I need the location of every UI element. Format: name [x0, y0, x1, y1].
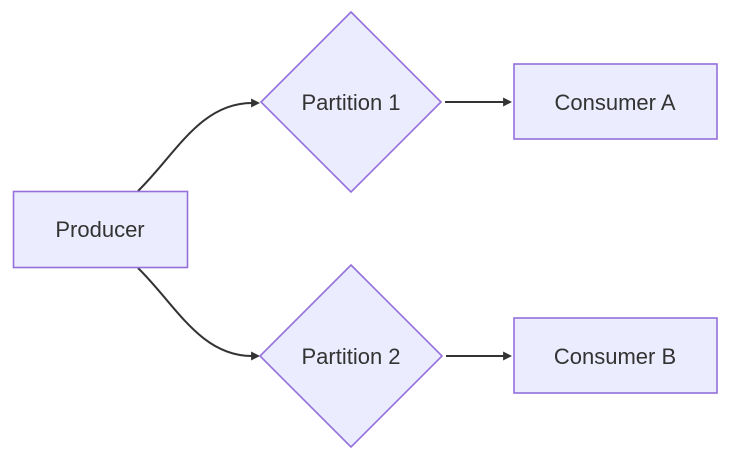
node-consumerA-shape — [513, 63, 718, 140]
node-consumerA: Consumer A — [513, 63, 718, 140]
node-partition1-shape — [259, 10, 443, 194]
node-consumerA-label: Consumer A — [554, 90, 675, 115]
node-consumerB-shape — [513, 317, 718, 394]
node-consumerB-label: Consumer B — [554, 344, 676, 369]
node-partition2-shape — [258, 263, 444, 449]
node-producer-label: Producer — [55, 217, 144, 242]
node-partition1: Partition 1 — [259, 10, 443, 194]
edge-producer-to-partition2 — [137, 267, 261, 361]
node-producer: Producer — [12, 190, 189, 269]
edge-producer-to-partition1 — [137, 98, 261, 192]
node-partition2-label: Partition 2 — [301, 344, 400, 369]
node-producer-shape — [12, 190, 189, 269]
node-consumerB: Consumer B — [513, 317, 718, 394]
node-partition2: Partition 2 — [258, 263, 444, 449]
node-partition1-label: Partition 1 — [301, 90, 400, 115]
